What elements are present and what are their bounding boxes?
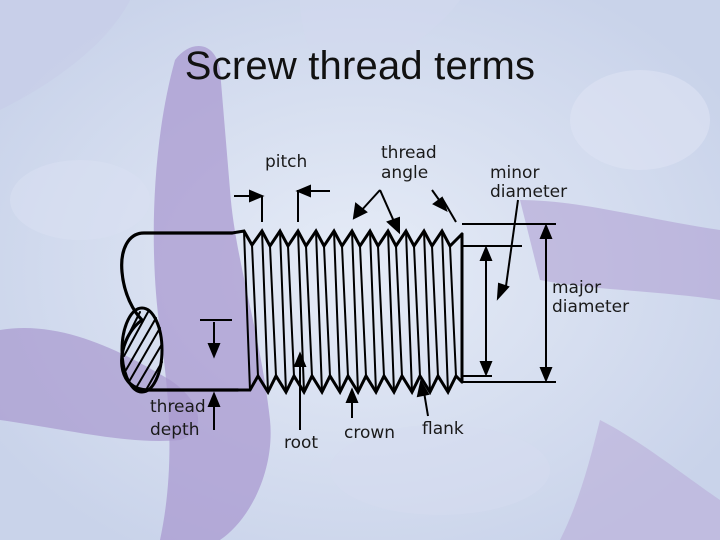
label-flank: flank: [422, 419, 464, 439]
label-thread-depth-line2: depth: [150, 420, 200, 440]
thread-top-profile: [230, 228, 464, 249]
label-minor-diameter-line1: minor: [490, 163, 540, 183]
minor-diameter-arrow-bottom: [479, 361, 493, 377]
major-diameter-arrow-bottom: [539, 367, 553, 383]
flank-leader: [423, 391, 429, 417]
label-major-diameter-line1: major: [552, 278, 602, 298]
label-minor-diameter-line2: diameter: [490, 182, 568, 202]
thread-angle-leader-4: [441, 197, 457, 223]
label-major-diameter-line2: diameter: [552, 297, 630, 317]
slide-title: Screw thread terms: [184, 44, 536, 88]
root-arrow: [293, 351, 307, 367]
thread-depth-arrow-bottom: [207, 391, 221, 407]
label-pitch: pitch: [265, 152, 308, 172]
thread-angle-leader-1: [359, 189, 381, 213]
hatching: [123, 311, 163, 391]
pitch-arrow-left-head: [249, 189, 265, 203]
minor-diameter-leader-arrow: [496, 282, 510, 301]
major-diameter-arrow-top: [539, 223, 553, 239]
thread-depth-arrow-top: [207, 343, 221, 359]
label-root: root: [284, 433, 319, 453]
label-thread-angle-line2: angle: [381, 163, 429, 183]
minor-diameter-leader: [505, 199, 519, 287]
minor-diameter-arrow-top: [479, 245, 493, 261]
screw-drawing: [120, 228, 464, 396]
thread-angle-arrow-2: [386, 216, 400, 235]
pitch-arrow-right-head: [295, 184, 311, 198]
label-crown: crown: [344, 423, 396, 443]
label-thread-depth-line1: thread: [150, 397, 206, 417]
thread-flank-lines: [243, 230, 457, 393]
flank-arrow: [416, 379, 430, 398]
thread-bottom-profile: [236, 372, 464, 396]
thread-angle-arrow-1: [352, 202, 368, 220]
cross-section: [120, 306, 164, 394]
crown-arrow: [345, 387, 359, 403]
label-thread-angle-line1: thread: [381, 143, 437, 163]
dimension-lines: [200, 184, 556, 430]
